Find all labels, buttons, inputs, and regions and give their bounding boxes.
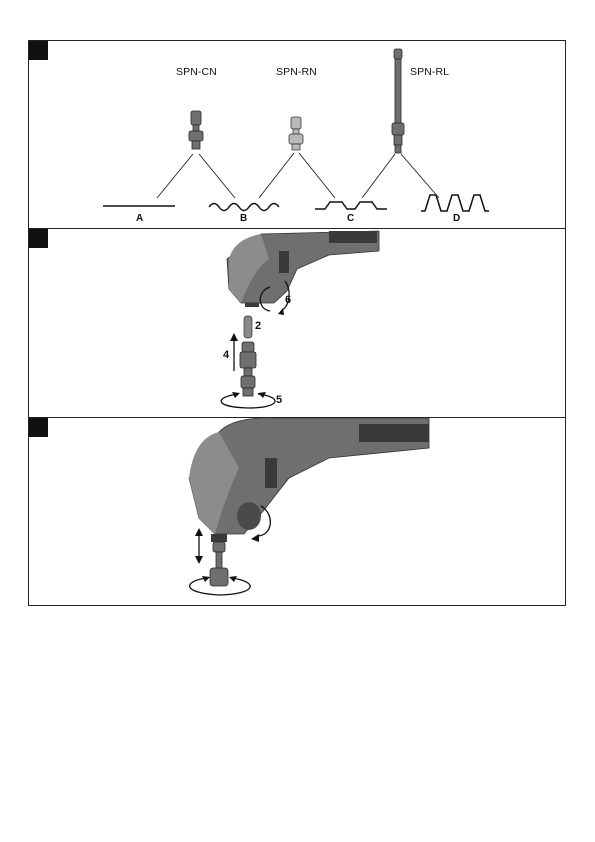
die-assembly [240, 342, 256, 396]
profile-letter-d: D [453, 213, 460, 224]
double-arrow [195, 528, 203, 564]
profile-letter-c: C [347, 213, 354, 224]
step-number-2: 2 [255, 320, 261, 332]
step-number-6: 6 [285, 294, 291, 306]
die-removal-illustration [29, 229, 566, 418]
figure-panel-2: 2 4 5 6 [28, 228, 566, 418]
profiles-illustration [29, 41, 566, 229]
punch [244, 316, 252, 338]
die-spn-rl [392, 49, 404, 153]
die-install-illustration [29, 418, 566, 606]
profile-letter-b: B [240, 213, 247, 224]
step-number-4: 4 [223, 349, 229, 361]
profile-trapezoid-low [315, 202, 387, 209]
step-number-5: 5 [276, 394, 282, 406]
profile-wave [209, 204, 279, 211]
arrowhead [278, 308, 284, 315]
pointer-lines [157, 153, 439, 198]
figure-panel-3 [28, 417, 566, 606]
nibbler-tool [227, 231, 379, 307]
sheet-profiles [103, 195, 489, 211]
up-arrow [230, 333, 238, 371]
die-spn-rn [289, 117, 303, 150]
profile-letter-a: A [136, 213, 143, 224]
die-assembly [210, 542, 228, 586]
nibbler-tool [189, 418, 429, 542]
profile-trapezoid-high [421, 195, 489, 211]
figure-panel-1: SPN-CN SPN-RN SPN-RL [28, 40, 566, 229]
die-spn-cn [189, 111, 203, 149]
